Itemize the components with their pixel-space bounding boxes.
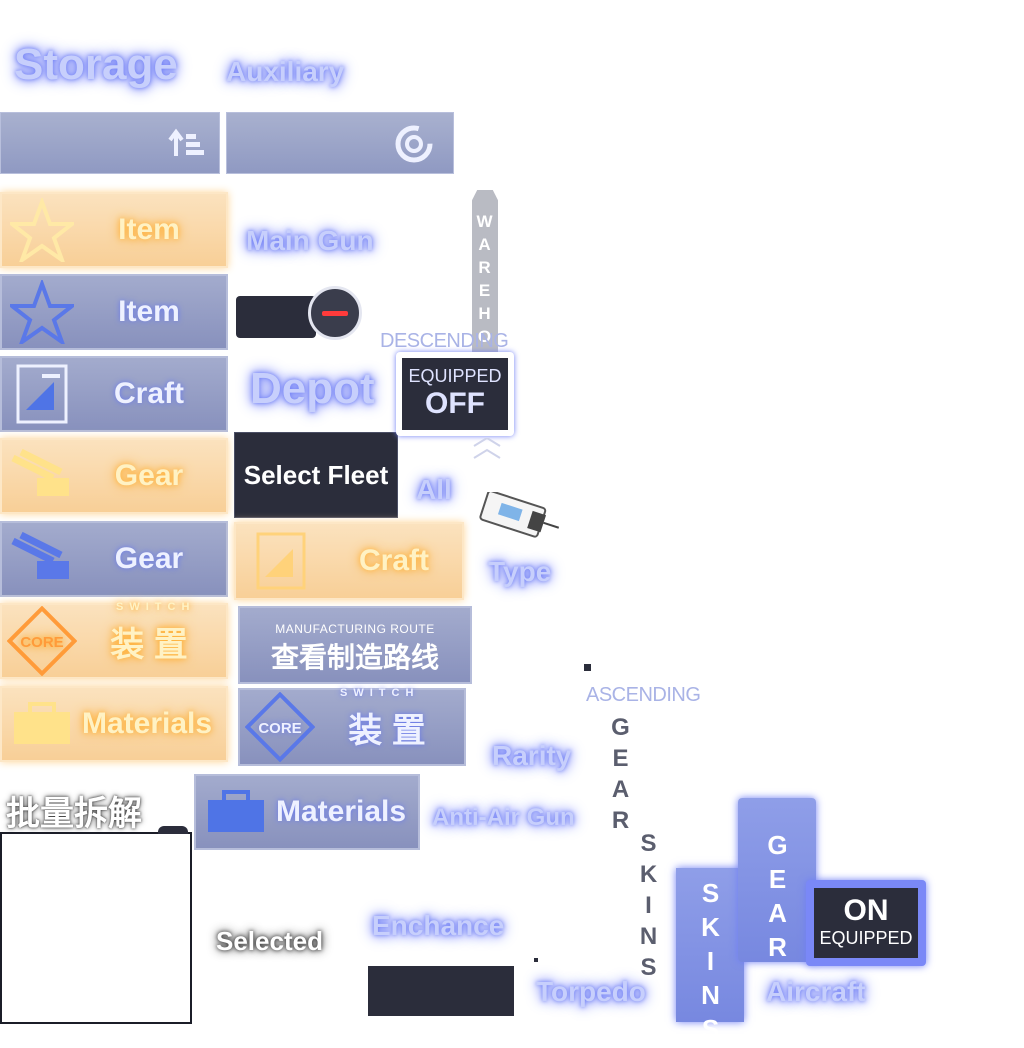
anti-air-gun-label[interactable]: Anti-Air Gun	[432, 804, 575, 831]
menu-materials-label: Materials	[82, 707, 213, 740]
tab-skins-vertical[interactable]: SKINS	[635, 830, 662, 985]
equipped-state: OFF	[425, 387, 485, 420]
toggle-track[interactable]	[236, 296, 316, 338]
tab-skins-label: SKINS	[695, 878, 726, 1048]
select-fleet-button[interactable]: Select Fleet	[234, 432, 398, 518]
menu-item-label: Item	[118, 213, 180, 246]
tab-storage[interactable]: Storage	[14, 40, 178, 89]
menu-gear-label: Gear	[114, 542, 184, 575]
equipped-on-toggle[interactable]: ON EQUIPPED	[806, 880, 926, 966]
craft-button-active[interactable]: Craft	[234, 522, 464, 600]
manufacturing-route-button[interactable]: MANUFACTURING ROUTE 查看制造路线	[238, 606, 472, 684]
minus-icon[interactable]	[308, 286, 362, 340]
star-icon	[2, 195, 82, 265]
menu-gear-label: Gear	[114, 459, 184, 492]
guns-icon	[2, 441, 82, 511]
transport-card-icon	[476, 490, 562, 542]
filter-bar[interactable]	[226, 112, 454, 174]
menu-item[interactable]: Item	[0, 274, 228, 350]
aircraft-label[interactable]: Aircraft	[766, 976, 866, 1007]
equipped-state: ON	[843, 894, 889, 927]
svg-text:CORE: CORE	[258, 720, 301, 737]
refresh-icon[interactable]	[392, 122, 436, 171]
enchance-label[interactable]: Enchance	[372, 910, 505, 941]
core-chip-icon: CORE	[2, 606, 82, 676]
switch-label: 装 置	[110, 625, 188, 664]
manufacturing-route-label: 查看制造路线	[270, 641, 439, 674]
menu-gear[interactable]: Gear	[0, 521, 228, 597]
marker-dot	[534, 958, 538, 962]
guns-icon	[2, 524, 82, 594]
equipped-caption: EQUIPPED	[408, 366, 502, 386]
menu-craft[interactable]: Craft	[0, 356, 228, 432]
all-label[interactable]: All	[416, 474, 452, 505]
torpedo-label[interactable]: Torpedo	[536, 976, 646, 1007]
craft-label: Craft	[358, 544, 429, 577]
switch-core-button[interactable]: CORE SWITCH 装 置	[238, 686, 466, 766]
manufacturing-route-caption: MANUFACTURING ROUTE	[275, 622, 435, 636]
menu-item-label: Item	[118, 295, 180, 328]
svg-text:CORE: CORE	[20, 634, 63, 651]
warehouse-strip	[472, 190, 498, 360]
switch-caption: SWITCH	[340, 686, 420, 699]
star-icon	[2, 277, 82, 347]
tab-gear-label: GEAR	[762, 830, 793, 966]
sort-bar[interactable]	[0, 112, 220, 174]
chevron-down-icon[interactable]	[472, 436, 502, 460]
main-gun-label[interactable]: Main Gun	[246, 225, 374, 256]
equipped-caption: EQUIPPED	[819, 928, 913, 948]
selection-panel[interactable]	[0, 832, 192, 1024]
type-label[interactable]: Type	[488, 556, 552, 587]
marker-dot	[584, 664, 591, 671]
selection-panel-tab	[158, 826, 188, 834]
toolbox-icon	[196, 777, 276, 847]
tab-gear-active[interactable]: GEAR	[738, 798, 816, 966]
blueprint-icon	[2, 359, 82, 429]
toolbox-icon	[2, 689, 82, 759]
rarity-label[interactable]: Rarity	[492, 740, 572, 771]
menu-materials[interactable]: Materials	[194, 774, 420, 850]
ascending-label[interactable]: ASCENDING	[586, 684, 701, 706]
dark-panel	[368, 966, 514, 1016]
tab-auxiliary[interactable]: Auxiliary	[226, 56, 345, 87]
tab-skins-active[interactable]: SKINS	[676, 868, 744, 1048]
menu-gear-active[interactable]: Gear	[0, 438, 228, 514]
blueprint-icon	[236, 531, 326, 591]
tab-gear-vertical[interactable]: GEAR	[607, 714, 634, 838]
sort-order-icon[interactable]	[168, 126, 208, 167]
menu-switch-core-active[interactable]: CORE SWITCH 装 置	[0, 600, 228, 679]
core-chip-icon: CORE	[240, 692, 320, 762]
menu-craft-label: Craft	[113, 377, 184, 410]
switch-label: 装 置	[348, 711, 426, 750]
selected-label: Selected	[216, 926, 323, 956]
switch-caption: SWITCH	[116, 600, 196, 613]
bulk-dismantle-label[interactable]: 批量拆解	[6, 794, 142, 834]
equipped-off-toggle[interactable]: EQUIPPED OFF	[396, 352, 514, 436]
menu-materials-label: Materials	[276, 795, 407, 828]
depot-label[interactable]: Depot	[250, 364, 375, 413]
descending-label[interactable]: DESCENDING	[380, 330, 509, 352]
menu-materials-active[interactable]: Materials	[0, 686, 228, 762]
menu-item-active[interactable]: Item	[0, 192, 228, 268]
